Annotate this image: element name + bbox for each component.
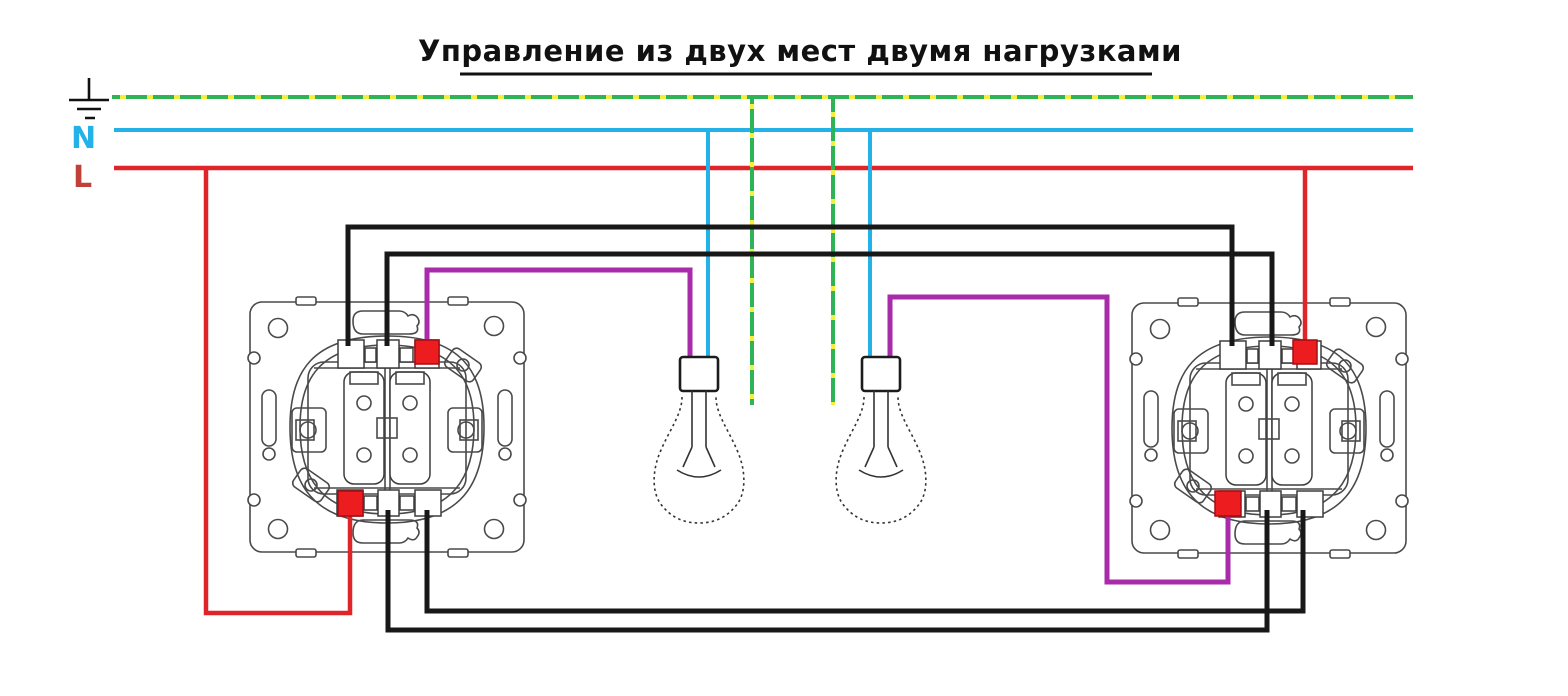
- wire-traveler-top-2: [384, 251, 1275, 346]
- diagram-title: Управление из двух мест двумя нагрузками: [418, 34, 1182, 68]
- line-bus-label: L: [73, 160, 92, 195]
- neutral-bus-label: N: [71, 121, 96, 156]
- wire-load-lamp-left: [424, 267, 693, 357]
- wire-line-feed-switch-left: [203, 168, 353, 616]
- terminal-marker-right-bottom: [1214, 490, 1242, 517]
- lamp-left: [652, 355, 746, 525]
- terminal-marker-right-top: [1292, 339, 1318, 365]
- earth-ground-icon: [69, 78, 109, 120]
- wire-traveler-bottom-1: [385, 510, 1270, 633]
- terminal-marker-left-top: [414, 339, 440, 365]
- wire-traveler-top-1: [345, 224, 1235, 346]
- wire-load-lamp-right: [887, 294, 1231, 585]
- terminal-marker-left-bottom: [337, 490, 364, 517]
- lamp-right: [834, 355, 928, 525]
- wire-traveler-bottom-2: [424, 510, 1306, 614]
